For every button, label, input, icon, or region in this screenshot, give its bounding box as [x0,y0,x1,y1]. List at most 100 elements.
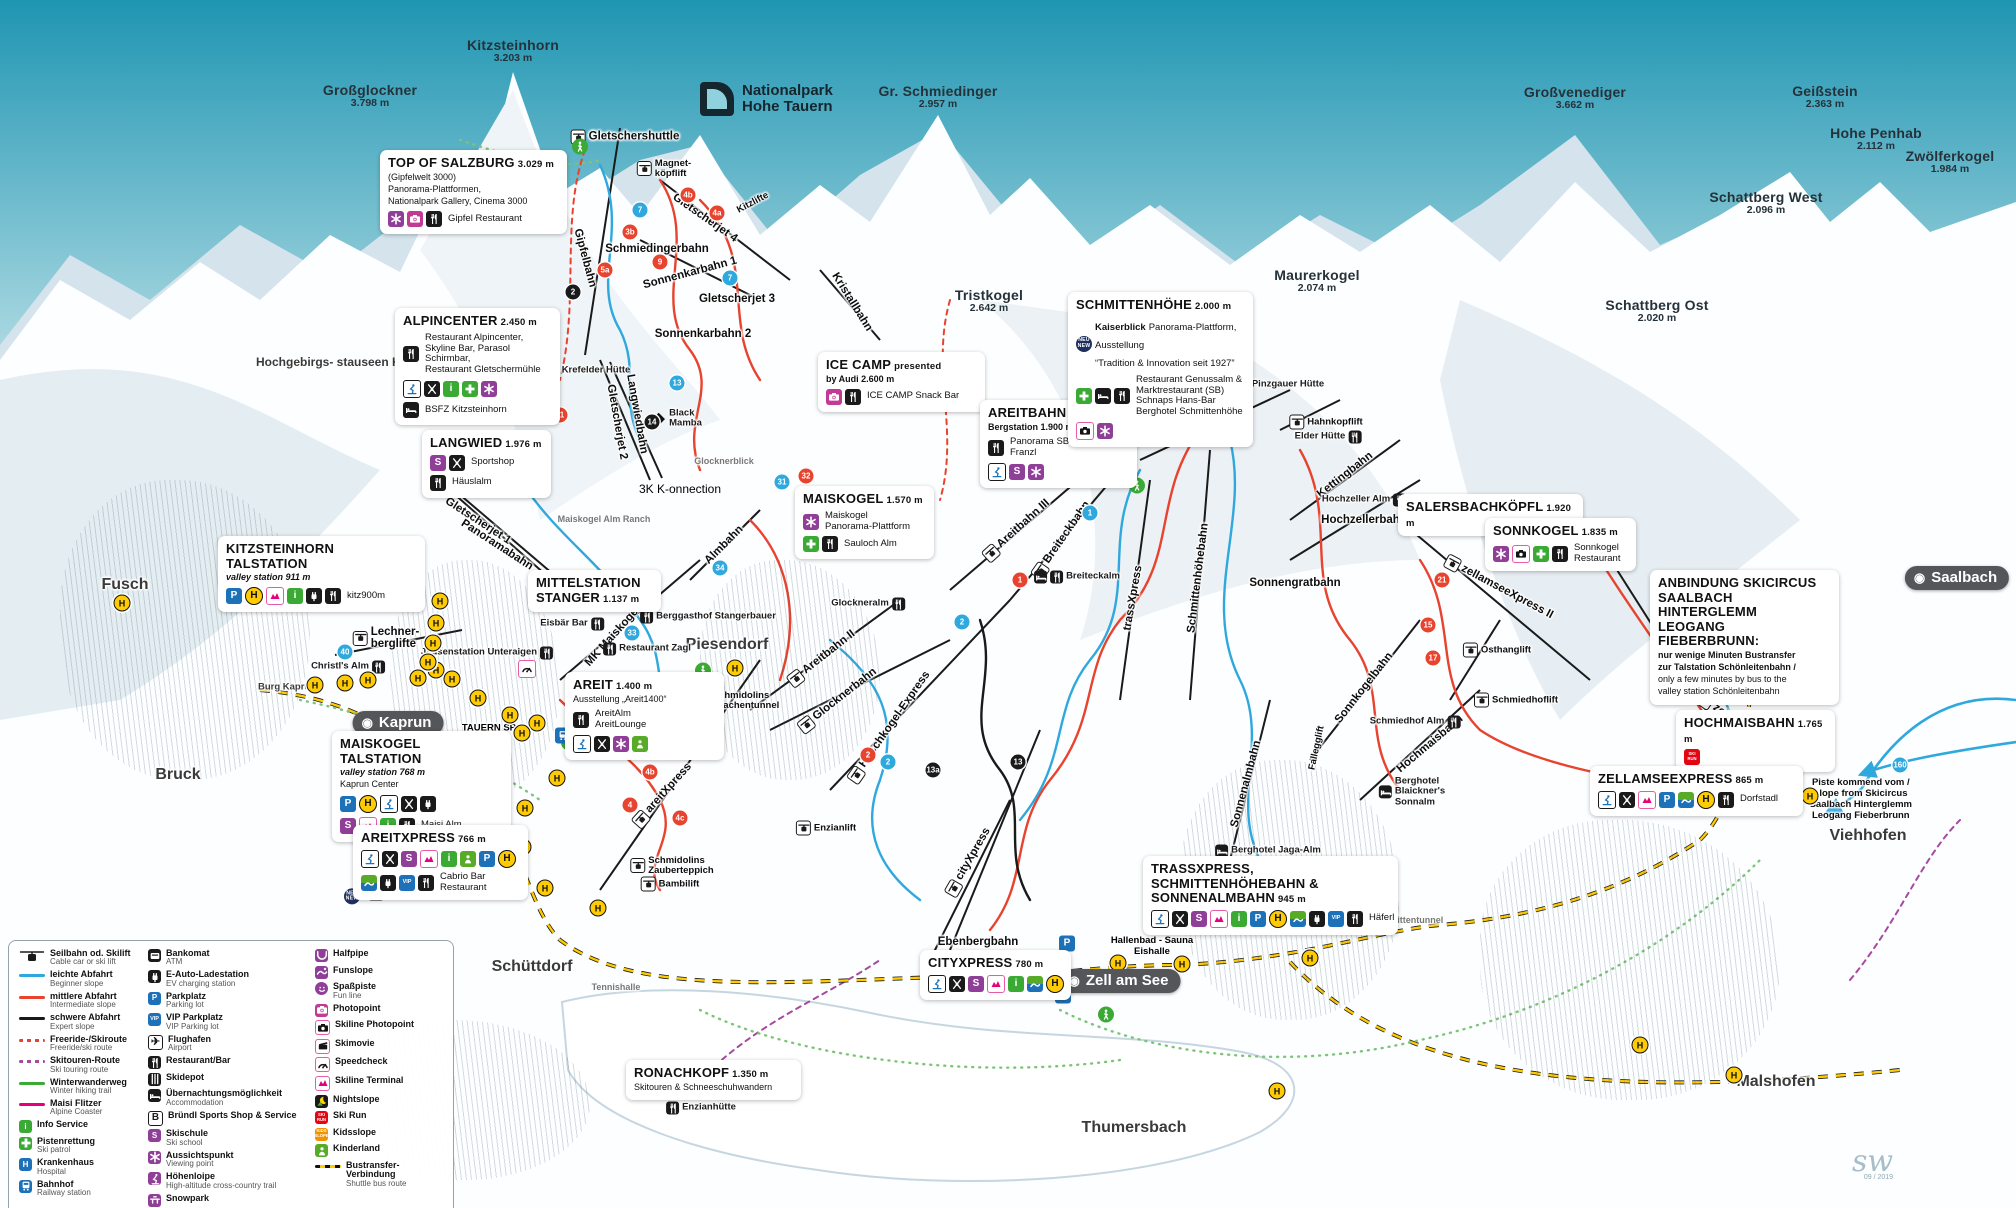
legend-label-de: Bahnhof [37,1178,74,1189]
info-box-altitude: 1.765 m [1684,719,1823,745]
nationalpark-label: Nationalpark Hohe Tauern [742,82,833,115]
info-box-row: Häuslalm [430,474,542,491]
info-box-subtitle: Ausstellung „Areit1400“ [573,693,667,704]
lift-label-zellamseexpress-ii: zellamseeXpress II [1442,553,1555,623]
bus-stop-marker: H [548,769,566,787]
info-box-row: Maiskogel Panorama-Plattform [803,510,925,533]
hut-name: Elder Hütte [1294,430,1346,442]
ski-school-figure-icon [403,380,421,399]
bus-stop-marker: H [589,899,607,917]
info-service-icon: i [1008,975,1024,992]
legend-label-de: Funslope [333,964,373,975]
legend-label-de: Kinderland [333,1143,381,1154]
lift-label-cityxpress: cityXpress [943,825,994,899]
piste-number-1: 1 [1012,572,1028,588]
map-label: Hallenbad - Sauna Eishalle [1110,935,1194,957]
peak-elevation: 3.203 m [493,51,533,64]
info-box-subtitle: Kaprun Center [340,779,399,790]
lift-name: Lechner- berglifte [370,625,420,650]
info-box-row [1076,422,1244,441]
legend-label-de: Halfpipe [333,948,369,958]
cable-car-icon [1462,642,1478,658]
piste-number-13: 13 [1010,754,1026,770]
peak-elevation: 2.074 m [1297,281,1337,294]
piste-number-21: 21 [1434,572,1450,588]
accommodation-icon [1378,785,1392,799]
info-box-title: SALERSBACHKÖPFL [1406,499,1544,514]
info-box-row-text: Gipfel Restaurant [448,212,522,224]
legend-label-en: ATM [166,957,183,967]
lift-label-bambilift: Bambilift [640,876,699,892]
legend-label-en: Ski touring route [50,1064,109,1074]
map-label: Piste kommend vom / slope from Skicircus… [1809,777,1912,821]
ski-school-icon: S [1191,910,1207,927]
lift-name: Schmidolins Drachentunnel [712,690,780,711]
black-mamba-name: Black Mamba [669,407,702,429]
lift-name: Gletschershuttle [588,130,680,143]
bus-stop-marker: H [469,689,487,707]
piste-number-3b: 3b [622,224,638,240]
town-marker-icon: ◉ [1913,570,1926,585]
legend-label-en: EV charging station [166,978,236,988]
piste-number-13a: 13a [925,762,941,778]
info-box-altitude: 3.029 m [517,159,555,170]
map-label: 3K K-onnection [638,482,722,497]
piste-number-4a: 4a [709,205,725,221]
parking-icon: P [1250,910,1266,927]
lift-label-magnet-k-pflift: Magnet- köpflift [636,159,691,179]
piste-number-14: 14 [644,414,660,430]
nightslope-icon [315,1094,328,1108]
bus-stop-marker: H [528,714,546,732]
lift-name: Schmidolins Zauberteppich [648,855,714,876]
piste-number-17: 17 [1425,650,1441,666]
legend-label-de: Kidsslope [333,1126,377,1137]
parking-icon: P [1059,935,1075,952]
cable-car-icon [630,808,652,830]
hut-label-restaurant-zagl: Restaurant Zagl [603,642,691,656]
info-box-row-text: AreitAlm AreitLounge [595,707,647,730]
piste-number-33: 33 [624,625,640,641]
piste-number-2: 2 [565,284,581,300]
nationalpark-hohe-tauern: Nationalpark Hohe Tauern [700,82,833,116]
info-box-row-lead: Kaiserblick [1095,321,1146,333]
hut-label-enzianh-tte: Enzianhütte [666,1101,736,1115]
info-box-title: RONACHKOPF [634,1065,730,1080]
legend-item: Snowpark [148,1193,306,1207]
info-box-title: SCHMITTENHÖHE [1076,297,1192,312]
hut-label-elder-h-tte: Elder Hütte [1294,430,1362,444]
ski-school-icon: S [340,817,356,834]
lift-label-glocknerbahn: Glocknerbahn [795,665,880,736]
halfpipe-icon [315,949,328,962]
lift-label-ebenbergbahn: Ebenbergbahn [938,936,1019,948]
legend-label-de: Bründl Sports Shop & Service [168,1109,297,1120]
info-box-title: LANGWIED [430,435,503,450]
peak-elevation: 1.984 m [1930,162,1970,175]
speedcheck-icon [518,660,536,678]
legend-label-en: Viewing point [166,1159,214,1169]
piste-number-4: 4 [622,797,638,813]
peak-name: Hohe Penhab [1830,125,1922,141]
sport-shop-icon [949,975,965,992]
hut-name: Pinzgauer Hütte [1251,378,1325,390]
restaurant-icon [426,211,442,228]
map-label: Glocknerblick [694,455,754,466]
skimovie-icon [315,1038,330,1054]
piste-number-4c: 4c [672,810,688,826]
fun-slope-icon [1290,910,1306,927]
lift-name: Gletscherjet 3 [698,292,776,305]
